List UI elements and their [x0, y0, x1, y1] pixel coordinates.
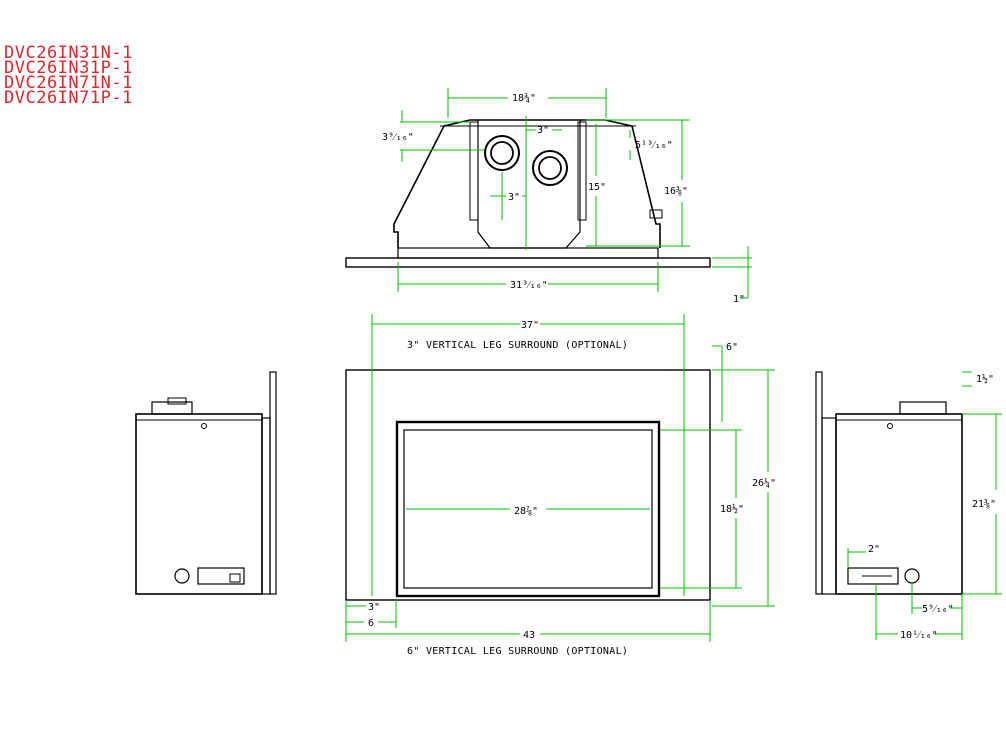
dim-label: 10¹⁄₁₆" [900, 630, 938, 641]
dim-label: 28⅞" [514, 505, 538, 517]
dim-label: 3" [537, 125, 549, 136]
right-side-view-dimensions [847, 371, 1002, 640]
front-view-outline [345, 369, 711, 601]
dim-label: 3⁹⁄₁₆" [382, 132, 414, 143]
dim-label: 16⅜" [664, 185, 688, 197]
dim-label: 3" [508, 192, 520, 203]
front-view-dimension-labels: 37" 3" VERTICAL LEG SURROUND (OPTIONAL) … [368, 320, 776, 657]
surround-3-caption: 3" VERTICAL LEG SURROUND (OPTIONAL) [407, 340, 628, 351]
dim-label: 43 [523, 630, 535, 641]
dim-label: 1" [733, 294, 745, 305]
dim-label: 31³⁄₁₆" [510, 280, 548, 291]
model-number: DVC26IN71N-1 [4, 73, 133, 93]
surround-6-caption: 6" VERTICAL LEG SURROUND (OPTIONAL) [407, 646, 628, 657]
top-view-dimensions [397, 88, 752, 299]
dim-label: 1½" [976, 373, 994, 385]
dim-label: 2" [868, 544, 880, 555]
left-side-view [135, 371, 277, 595]
right-side-view: 1½" 21⅜" 2" 5⁹⁄₁₆" 10¹⁄₁₆" [815, 371, 1002, 641]
dim-label: 18½" [720, 503, 744, 515]
right-side-view-dimension-labels: 1½" 21⅜" 2" 5⁹⁄₁₆" 10¹⁄₁₆" [868, 373, 996, 641]
dim-label: 18¾" [512, 92, 536, 104]
top-view: 18¾" 3⁹⁄₁₆" 3" 3" 5¹³⁄₁₆" 15" 16⅜" 31³⁄₁… [345, 88, 752, 305]
dim-label: 6" [726, 342, 738, 353]
right-side-view-outline [815, 371, 963, 595]
model-number-list: DVC26IN31N-1 DVC26IN31P-1 DVC26IN71N-1 D… [4, 43, 133, 108]
front-view-dimensions [345, 314, 775, 642]
top-view-dimension-labels: 18¾" 3⁹⁄₁₆" 3" 3" 5¹³⁄₁₆" 15" 16⅜" 31³⁄₁… [382, 92, 745, 305]
dim-label: 37" [521, 320, 539, 331]
dim-label: 5¹³⁄₁₆" [635, 140, 673, 151]
dim-label: 15" [588, 182, 606, 193]
dim-label: 5⁹⁄₁₆" [922, 604, 954, 615]
dim-label: 26¼" [752, 477, 776, 489]
model-number: DVC26IN31N-1 [4, 43, 133, 63]
dim-label: 21⅜" [972, 498, 996, 510]
model-number: DVC26IN31P-1 [4, 58, 133, 78]
front-view: 37" 3" VERTICAL LEG SURROUND (OPTIONAL) … [345, 314, 776, 657]
model-number: DVC26IN71P-1 [4, 88, 133, 108]
dim-label: 3" [368, 602, 380, 613]
dim-label: 6 [368, 618, 374, 629]
top-view-outline [345, 119, 711, 268]
